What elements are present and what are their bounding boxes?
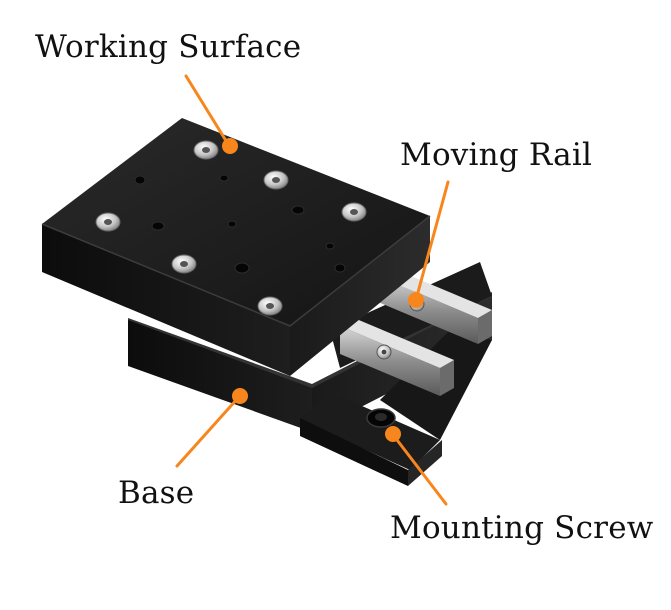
label-base: Base [118,475,195,511]
screw-icon [341,202,367,222]
working-surface-screws [95,140,367,316]
callout-dot-base [232,388,248,404]
screw-icon [193,140,219,160]
mounting-screw [366,408,396,428]
screw-icon [171,254,197,274]
callout-dot-moving-rail [408,292,424,308]
label-moving-rail: Moving Rail [400,137,593,173]
threaded-holes [134,174,346,274]
label-mounting-screw: Mounting Screw [390,510,654,546]
callout-dots [222,138,424,442]
screw-icon [257,296,283,316]
callout-lines [175,74,450,506]
label-working-surface: Working Surface [35,29,302,65]
carriage-block [41,118,431,376]
screw-icon [95,212,121,232]
screw-icon [263,170,289,190]
moving-rail-lower [340,318,454,396]
callout-dot-mounting-screw [385,426,401,442]
callout-dot-working-surface [222,138,238,154]
